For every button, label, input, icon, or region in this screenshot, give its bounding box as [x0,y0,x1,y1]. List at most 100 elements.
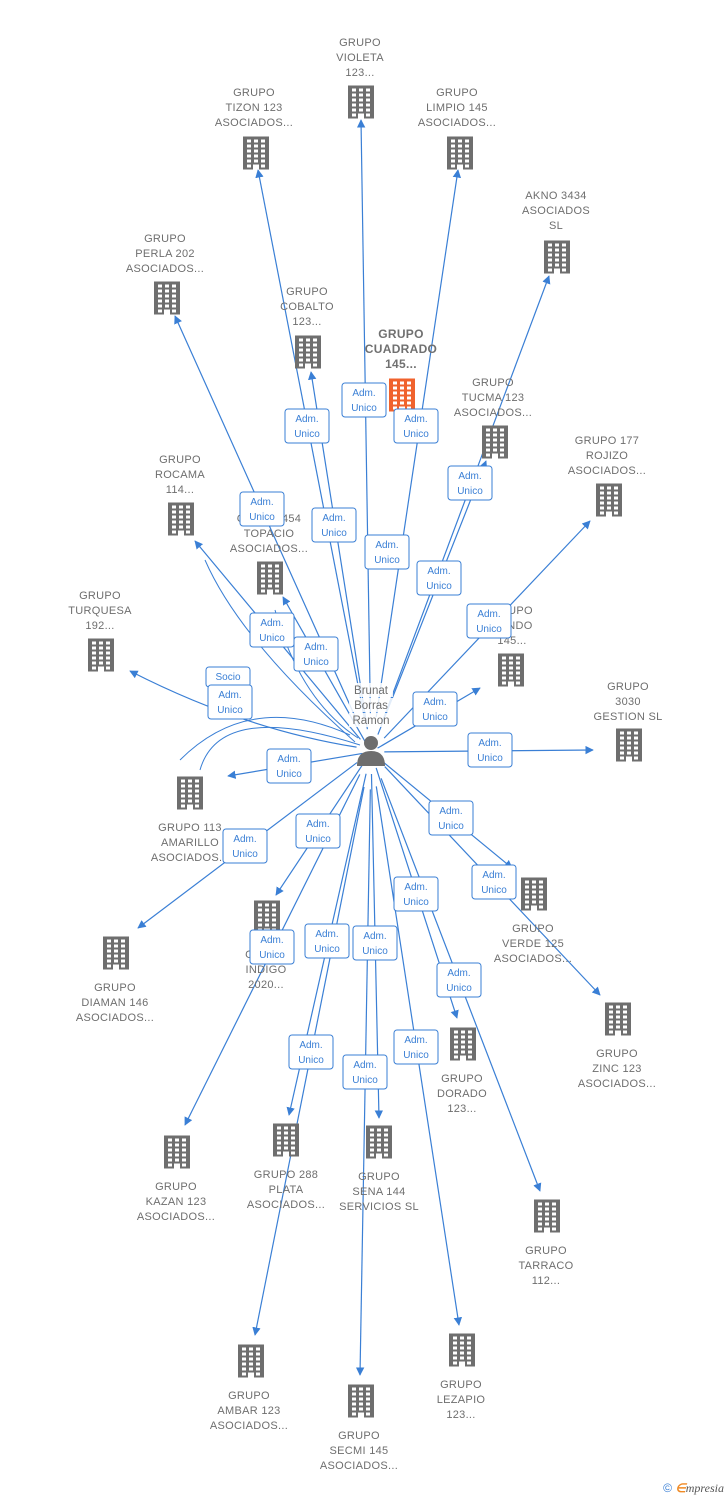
company-node-topacio[interactable]: GRUPO 454TOPACIOASOCIADOS... [230,513,308,595]
building-icon [243,136,269,170]
company-node-plata[interactable]: GRUPO 288PLATAASOCIADOS... [247,1123,325,1212]
adm-unico-tag[interactable]: Adm.Unico [304,923,350,959]
adm-unico-tag[interactable]: Adm.Unico [471,864,517,900]
tag-text: Adm. [233,834,256,845]
tag-text: Unico [481,885,507,896]
adm-unico-tag[interactable]: Adm.Unico [393,408,439,444]
company-label-line: 3030 [615,696,641,708]
tag-text: Adm. [447,968,470,979]
adm-unico-tag[interactable]: Adm. Unico [222,828,268,864]
company-label-line: ASOCIADOS... [151,852,229,864]
company-label-line: GRUPO [286,286,328,298]
adm-unico-tag[interactable]: Adm.Unico [393,1029,439,1065]
company-node-lezapio[interactable]: GRUPOLEZAPIO123... [437,1333,486,1422]
adm-unico-tag[interactable]: Adm.Unico [352,925,398,961]
company-label-line: GRUPO [358,1171,400,1183]
adm-unico-tag[interactable]: Adm.Unico [467,732,513,768]
tag-text: Unico [303,657,329,668]
adm-unico-tag[interactable]: Adm.Unico [239,491,285,527]
company-label-line: GRUPO [440,1379,482,1391]
company-label-line: GRUPO [512,923,554,935]
company-label-line: LIMPIO 145 [426,102,488,114]
building-icon [482,425,508,459]
tag-text: Adm. [322,513,345,524]
tag-text: Adm. [304,642,327,653]
adm-unico-tag[interactable]: Adm.Unico [311,507,357,543]
adm-unico-tag[interactable]: Adm.Unico [428,800,474,836]
adm-unico-tag[interactable]: Adm.Unico [393,876,439,912]
tag-text: Unico [438,821,464,832]
company-node-rojizo[interactable]: GRUPO 177ROJIZOASOCIADOS... [568,435,646,517]
company-node-violeta[interactable]: GRUPOVIOLETA123... [336,37,384,119]
edge-extra-3 [199,726,361,771]
adm-unico-tag[interactable]: Adm.Unico [466,603,512,639]
adm-unico-tag[interactable]: Adm. Unico [293,636,339,672]
company-node-tarraco[interactable]: GRUPOTARRACO112... [518,1199,573,1288]
person-icon[interactable] [357,736,385,766]
company-node-cobalto[interactable]: GRUPOCOBALTO123... [280,286,334,369]
adm-unico-tag[interactable]: Adm.Unico [342,1054,388,1090]
company-node-amarillo[interactable]: GRUPO 113AMARILLOASOCIADOS... [151,776,229,865]
adm-unico-tag[interactable]: Adm.Unico [249,612,295,648]
tag-text: Socio [215,672,240,683]
adm-unico-tag[interactable]: Adm.Unico [416,560,462,596]
adm-unico-tag[interactable]: Adm.Unico [266,748,312,784]
adm-unico-tag[interactable]: Adm.Unico [364,534,410,570]
company-label-line: 123... [345,67,374,79]
adm-unico-tag[interactable]: Adm.Unico [436,962,482,998]
tag-text: Unico [305,834,331,845]
building-icon [596,483,622,517]
company-label-line: TURQUESA [68,605,132,617]
tag-text: Unico [259,950,285,961]
adm-unico-tag[interactable]: Adm.Unico [207,684,253,720]
brand-logo[interactable]: ∈mpresia [675,1481,724,1495]
company-label-line: SL [549,220,563,232]
tag-text: Adm. [295,414,318,425]
company-label-line: GRUPO [607,681,649,693]
company-label-line: ASOCIADOS... [320,1460,398,1472]
socio-tag[interactable]: Socio [205,666,251,688]
adm-unico-tag[interactable]: Adm.Unico [284,408,330,444]
company-node-cuadrado[interactable]: GRUPOCUADRADO145... [365,327,437,412]
company-node-turquesa[interactable]: GRUPOTURQUESA192... [68,590,132,672]
building-icon [450,1027,476,1061]
company-label-line: 123... [447,1103,476,1115]
company-label-line: ASOCIADOS... [215,117,293,129]
person-name-line: Borras [354,700,388,712]
edge-extra-2 [179,716,351,761]
tag-text: Unico [403,429,429,440]
company-label-line: AMBAR 123 [217,1405,280,1417]
footer-credit: © ∈mpresia [663,1481,724,1496]
tag-text: Unico [232,849,258,860]
company-label-line: GRUPO [94,982,136,994]
adm-unico-tag[interactable]: Adm. Unico [249,929,295,965]
company-label-line: VIOLETA [336,52,384,64]
adm-unico-tag[interactable]: Adm.Unico [295,813,341,849]
adm-unico-tag[interactable]: Adm.Unico [341,382,387,418]
company-label-line: GRUPO [525,1245,567,1257]
person-label-bg [349,713,393,727]
adm-unico-tag[interactable]: Adm.Unico [288,1034,334,1070]
company-node-dorado[interactable]: GRUPODORADO123... [437,1027,487,1116]
company-node-rocama[interactable]: GRUPOROCAMA114... [155,454,205,536]
company-label-line: ASOCIADOS... [247,1199,325,1211]
building-icon [254,900,280,934]
adm-unico-tag[interactable]: Adm.Unico [447,465,493,501]
adm-unico-tag[interactable]: Adm.Unico [412,691,458,727]
tag-text: Adm. [260,935,283,946]
